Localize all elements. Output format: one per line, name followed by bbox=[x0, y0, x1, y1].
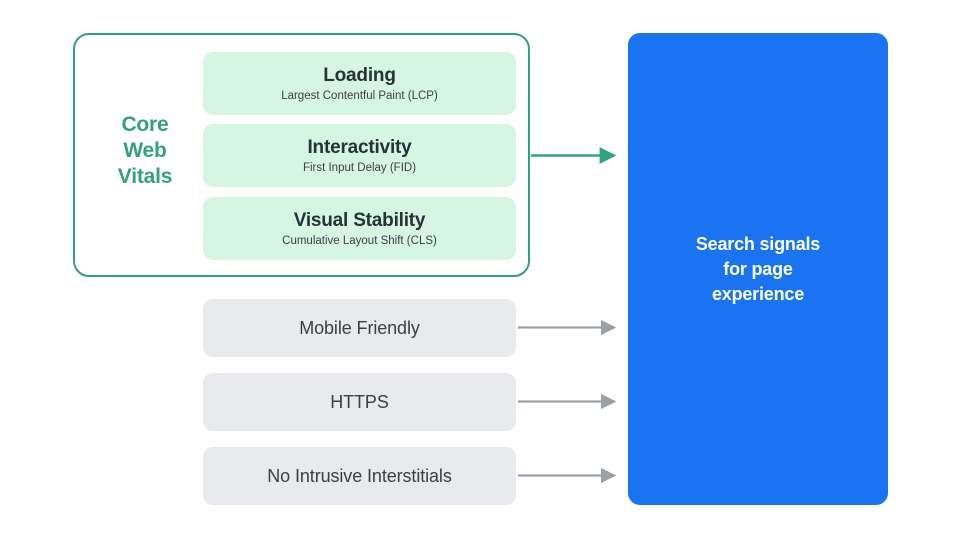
metric-subtitle: Largest Contentful Paint (LCP) bbox=[281, 89, 438, 102]
core-web-vitals-label-line-2: Web bbox=[123, 139, 167, 162]
search-signals-panel: Search signals for page experience bbox=[628, 33, 888, 505]
search-signals-line-2: for page bbox=[723, 258, 793, 279]
signal-label: HTTPS bbox=[330, 392, 389, 412]
core-web-vitals-label: Core Web Vitals bbox=[100, 112, 190, 190]
core-web-vitals-label-line-3: Vitals bbox=[117, 165, 173, 188]
metric-title: Visual Stability bbox=[293, 209, 426, 231]
signal-box-no-intrusive-interstitials[interactable]: No Intrusive Interstitials bbox=[203, 447, 516, 505]
metric-title: Interactivity bbox=[307, 136, 412, 158]
search-signals-line-1: Search signals bbox=[695, 233, 821, 254]
metric-title: Loading bbox=[323, 64, 396, 86]
metric-card-loading[interactable]: Loading Largest Contentful Paint (LCP) bbox=[203, 52, 516, 115]
signal-box-https[interactable]: HTTPS bbox=[203, 373, 516, 431]
core-web-vitals-container bbox=[73, 33, 530, 277]
search-signals-line-3: experience bbox=[711, 283, 805, 304]
signal-label: No Intrusive Interstitials bbox=[267, 466, 452, 486]
metric-card-interactivity[interactable]: Interactivity First Input Delay (FID) bbox=[203, 124, 516, 187]
search-signals-text: Search signals for page experience bbox=[696, 232, 820, 307]
metric-card-visual-stability[interactable]: Visual Stability Cumulative Layout Shift… bbox=[203, 197, 516, 260]
core-web-vitals-label-line-1: Core bbox=[121, 113, 169, 136]
signal-box-mobile-friendly[interactable]: Mobile Friendly bbox=[203, 299, 516, 357]
metric-subtitle: Cumulative Layout Shift (CLS) bbox=[282, 234, 437, 247]
signal-label: Mobile Friendly bbox=[299, 318, 420, 338]
metric-subtitle: First Input Delay (FID) bbox=[302, 161, 417, 174]
